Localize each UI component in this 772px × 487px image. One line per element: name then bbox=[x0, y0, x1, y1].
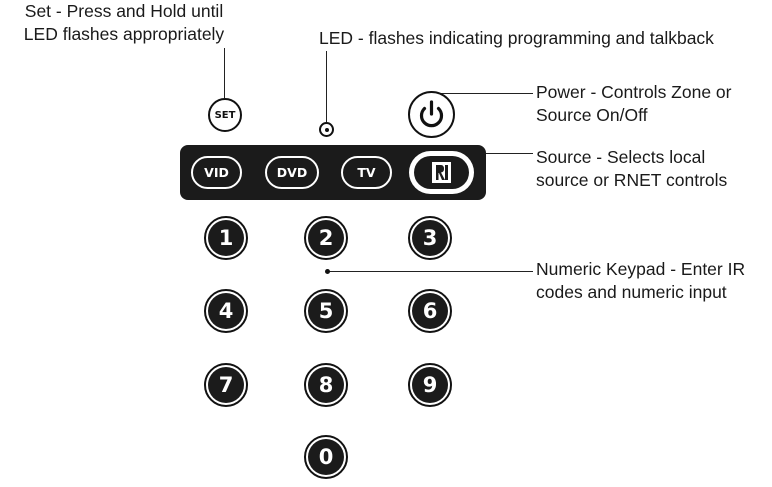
tv-button[interactable]: TV bbox=[341, 156, 392, 189]
source-leader-line bbox=[478, 153, 533, 155]
set-callout-line-2: LED flashes appropriately bbox=[23, 24, 225, 44]
digit-2-button[interactable]: 2 bbox=[304, 216, 348, 260]
set-button[interactable]: SET bbox=[208, 98, 242, 132]
keypad-callout-line-1: Numeric Keypad - Enter IR bbox=[536, 259, 746, 279]
digit-9-label: 9 bbox=[412, 367, 448, 403]
keypad-callout: Numeric Keypad - Enter IR codes and nume… bbox=[536, 258, 745, 304]
power-button[interactable] bbox=[408, 91, 455, 138]
rnet-button[interactable] bbox=[409, 151, 474, 194]
digit-8-label: 8 bbox=[308, 367, 344, 403]
set-callout-line-1: Set - Press and Hold until bbox=[24, 1, 224, 21]
power-leader-line bbox=[432, 93, 533, 95]
power-callout-line-2: Source On/Off bbox=[536, 105, 648, 125]
power-icon bbox=[419, 100, 444, 128]
digit-4-label: 4 bbox=[208, 293, 244, 329]
source-callout-line-2: source or RNET controls bbox=[536, 170, 728, 190]
set-callout: Set - Press and Hold until LED flashes a… bbox=[6, 0, 242, 46]
keypad-callout-line-2: codes and numeric input bbox=[536, 282, 727, 302]
dvd-button[interactable]: DVD bbox=[265, 156, 319, 189]
digit-6-button[interactable]: 6 bbox=[408, 289, 452, 333]
digit-3-button[interactable]: 3 bbox=[408, 216, 452, 260]
source-callout-line-1: Source - Selects local bbox=[536, 147, 706, 167]
led-indicator bbox=[319, 122, 334, 137]
rnet-logo-icon bbox=[432, 162, 451, 183]
digit-7-button[interactable]: 7 bbox=[204, 363, 248, 407]
led-leader-line bbox=[326, 51, 328, 122]
digit-1-button[interactable]: 1 bbox=[204, 216, 248, 260]
keypad-leader-line bbox=[328, 271, 533, 273]
digit-0-button[interactable]: 0 bbox=[304, 435, 348, 479]
power-callout-line-1: Power - Controls Zone or bbox=[536, 82, 732, 102]
vid-button[interactable]: VID bbox=[191, 156, 242, 189]
digit-6-label: 6 bbox=[412, 293, 448, 329]
digit-4-button[interactable]: 4 bbox=[204, 289, 248, 333]
digit-2-label: 2 bbox=[308, 220, 344, 256]
digit-9-button[interactable]: 9 bbox=[408, 363, 452, 407]
digit-1-label: 1 bbox=[208, 220, 244, 256]
digit-3-label: 3 bbox=[412, 220, 448, 256]
power-callout: Power - Controls Zone or Source On/Off bbox=[536, 81, 732, 127]
digit-5-button[interactable]: 5 bbox=[304, 289, 348, 333]
digit-0-label: 0 bbox=[308, 439, 344, 475]
source-callout: Source - Selects local source or RNET co… bbox=[536, 146, 727, 192]
led-callout: LED - flashes indicating programming and… bbox=[319, 28, 714, 48]
digit-8-button[interactable]: 8 bbox=[304, 363, 348, 407]
digit-7-label: 7 bbox=[208, 367, 244, 403]
set-leader-line bbox=[224, 48, 226, 98]
keypad-leader-dot bbox=[325, 269, 330, 274]
digit-5-label: 5 bbox=[308, 293, 344, 329]
rnet-button-inner bbox=[414, 156, 469, 189]
